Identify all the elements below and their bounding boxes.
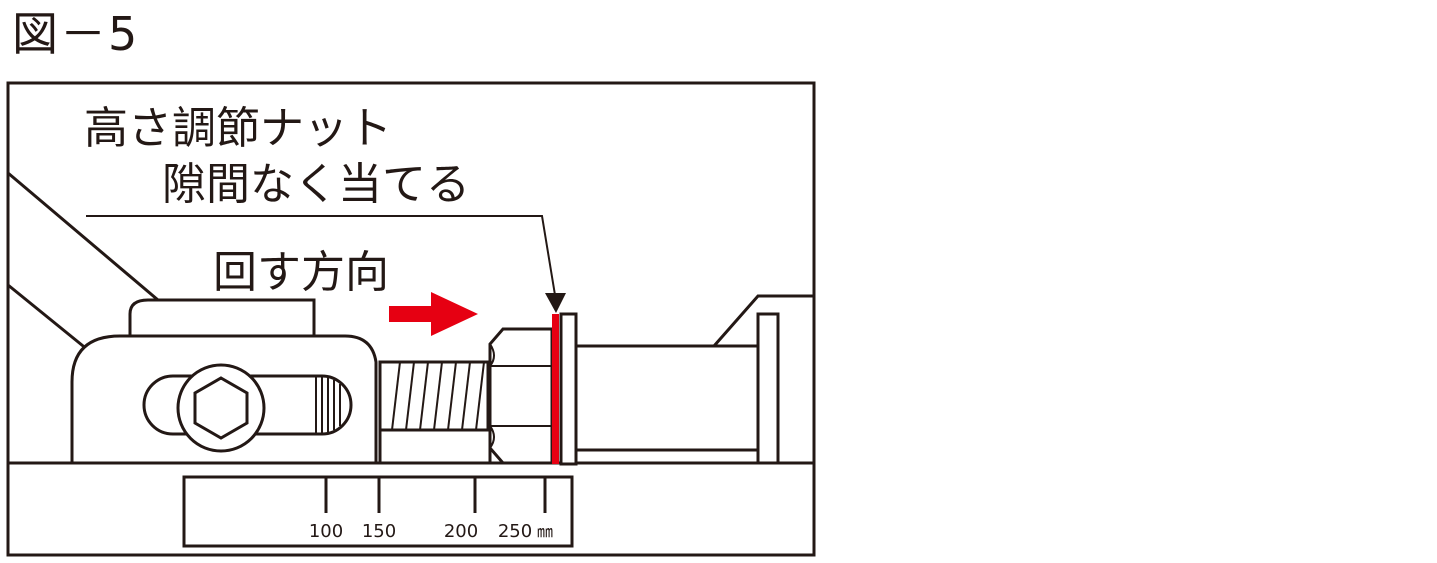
support-post	[756, 312, 780, 465]
washer-plate	[559, 312, 578, 466]
support-block	[574, 344, 760, 452]
figure-title: 図－5	[12, 7, 140, 61]
leader-arrowhead	[545, 293, 566, 313]
bracket-cap	[128, 298, 316, 336]
nut-face-curve-bottom	[489, 425, 495, 449]
rod-thread-5	[447, 361, 457, 431]
adjustment-nut	[488, 327, 554, 465]
support-slope	[712, 294, 814, 347]
rod-thread-4	[433, 361, 443, 431]
nut-label-line2: 隙間なく当てる	[162, 159, 470, 210]
leader-line	[86, 215, 556, 296]
right-arrow-icon	[389, 292, 478, 336]
arm-edge-upper	[7, 171, 159, 302]
rod-base	[378, 428, 492, 465]
nut-face-curve-top	[489, 343, 495, 367]
scale-label-100: 100	[309, 521, 343, 542]
hex-socket-icon	[193, 376, 249, 440]
scale-unit: ㎜	[537, 522, 553, 541]
rotate-direction-label: 回す方向	[213, 247, 389, 298]
rod-thread-7	[475, 361, 485, 431]
scale-label-200: 200	[444, 521, 478, 542]
rod-thread-6	[461, 361, 471, 431]
support-base	[574, 448, 760, 465]
arm-edge-lower	[7, 283, 89, 352]
rod-thread-3	[419, 361, 429, 431]
contact-line	[552, 314, 559, 464]
scale-label-250: 250	[498, 521, 532, 542]
scale-label-150: 150	[362, 521, 396, 542]
nut-label-line1: 高さ調節ナット	[84, 103, 392, 154]
rod-thread-1	[391, 361, 401, 431]
rod-thread-2	[405, 361, 415, 431]
